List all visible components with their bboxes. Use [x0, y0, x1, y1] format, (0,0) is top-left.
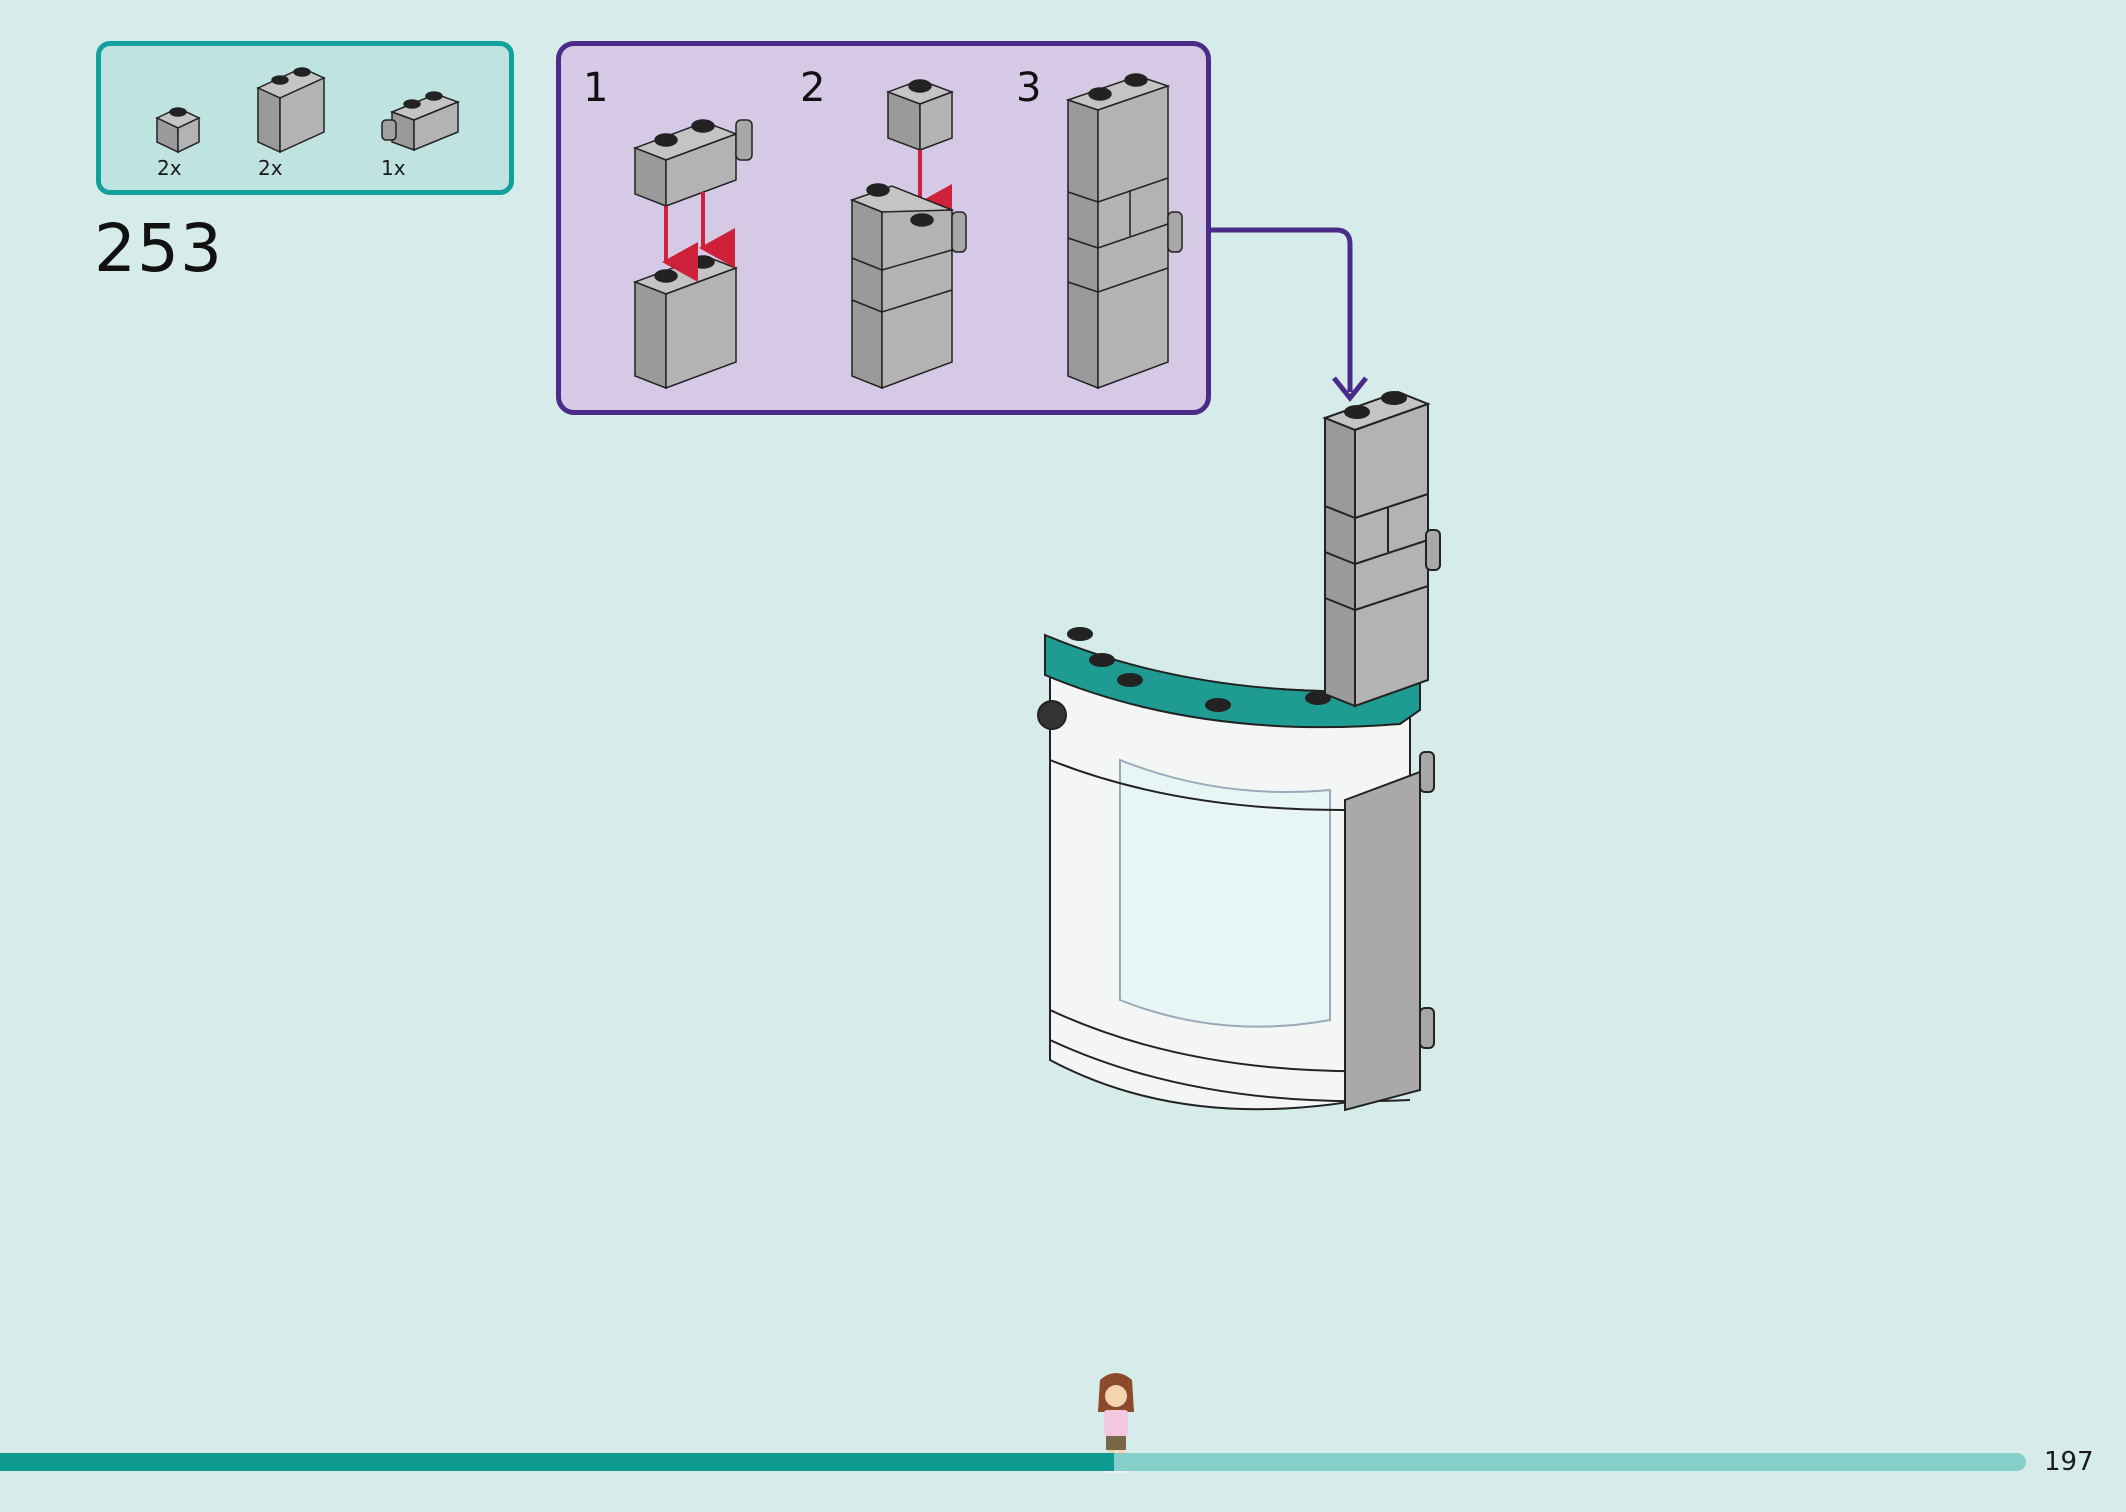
- substep-number-2: 2: [800, 65, 826, 111]
- main-model-illustration: [1037, 390, 1441, 1112]
- step-number: 253: [94, 210, 223, 287]
- part-1x2x2-brick-icon: [256, 67, 326, 154]
- progress-bar: [0, 1453, 2026, 1471]
- substep-number-3: 3: [1016, 65, 1042, 111]
- part-quantity-1: 2x: [157, 156, 182, 180]
- substep-number-1: 1: [583, 65, 609, 111]
- progress-fill: [0, 1453, 1115, 1471]
- substep-1-illustration: [632, 119, 753, 390]
- part-quantity-3: 1x: [381, 156, 406, 180]
- substep-3-illustration: [1065, 73, 1183, 390]
- substep-2-illustration: [849, 79, 967, 390]
- part-clip-brick-icon: [381, 91, 461, 152]
- part-quantity-2: 2x: [258, 156, 283, 180]
- connector-arrow: [1211, 227, 1353, 392]
- part-1x1-brick-icon: [155, 107, 201, 154]
- page-number: 197: [2044, 1447, 2094, 1477]
